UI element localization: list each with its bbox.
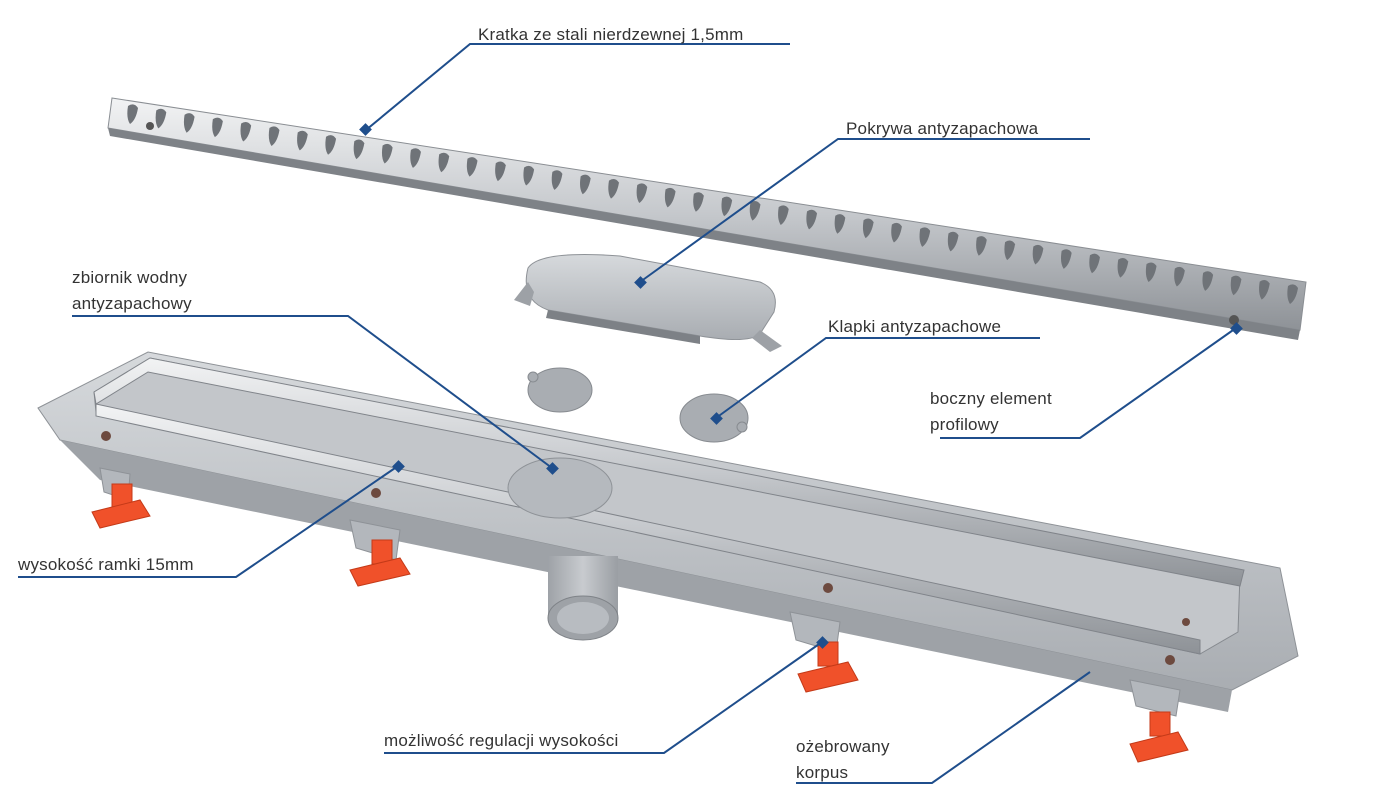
grate-illustration (107, 97, 1307, 340)
label-flaps: Klapki antyzapachowe (828, 314, 1001, 340)
label-flaps-text: Klapki antyzapachowe (828, 317, 1002, 336)
cover-illustration (514, 254, 782, 352)
label-height-adjust: możliwość regulacji wysokości (384, 728, 618, 754)
leader-reservoir (72, 315, 553, 469)
leader-frame-height (18, 465, 399, 578)
label-body-line2: korpus (796, 763, 849, 782)
label-reservoir-line2: antyzapachowy (72, 294, 192, 313)
leader-lines (18, 43, 1237, 784)
drain-body-illustration (37, 351, 1299, 763)
leader-side-element (940, 327, 1237, 439)
label-side-element-line2: profilowy (930, 415, 999, 434)
leader-height-adjust (384, 641, 823, 754)
label-side-element: boczny element profilowy (930, 386, 1052, 438)
label-side-element-line1: boczny element (930, 389, 1052, 408)
leader-body (796, 671, 1091, 784)
leader-grate (365, 43, 790, 131)
label-body-line1: ożebrowany (796, 737, 890, 756)
label-grate-text: Kratka ze stali nierdzewnej 1,5mm (478, 25, 744, 44)
leader-flaps (715, 337, 1040, 419)
label-cover-text: Pokrywa antyzapachowa (846, 119, 1039, 138)
label-reservoir: zbiornik wodny antyzapachowy (72, 265, 192, 317)
label-body: ożebrowany korpus (796, 734, 890, 786)
label-reservoir-line1: zbiornik wodny (72, 268, 188, 287)
label-frame-height-text: wysokość ramki 15mm (18, 555, 194, 574)
leader-cover (639, 138, 1090, 283)
label-cover: Pokrywa antyzapachowa (846, 116, 1038, 142)
label-height-adjust-text: możliwość regulacji wysokości (384, 731, 619, 750)
label-frame-height: wysokość ramki 15mm (18, 552, 194, 578)
label-grate: Kratka ze stali nierdzewnej 1,5mm (478, 22, 744, 48)
